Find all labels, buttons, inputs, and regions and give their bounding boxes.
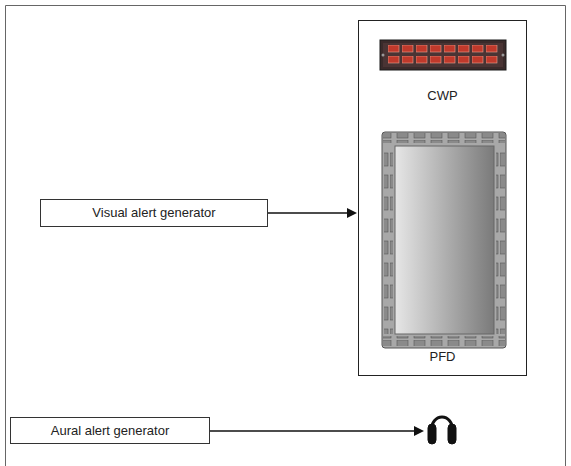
generator-box: Aural alert generator (10, 417, 210, 444)
pfd-display (382, 132, 506, 348)
cwp-panel (380, 40, 506, 70)
display-group: CWP PFD (358, 20, 527, 376)
generator-box: Visual alert generator (40, 199, 268, 227)
device-label: PFD (359, 349, 526, 365)
box-label: Aural alert generator (51, 423, 170, 439)
arrow-connector (268, 208, 357, 218)
headset-icon (428, 417, 456, 444)
device-label: CWP (359, 88, 526, 104)
aural-arrow (210, 426, 424, 436)
box-label: Visual alert generator (92, 205, 215, 221)
outer-frame (6, 6, 566, 466)
